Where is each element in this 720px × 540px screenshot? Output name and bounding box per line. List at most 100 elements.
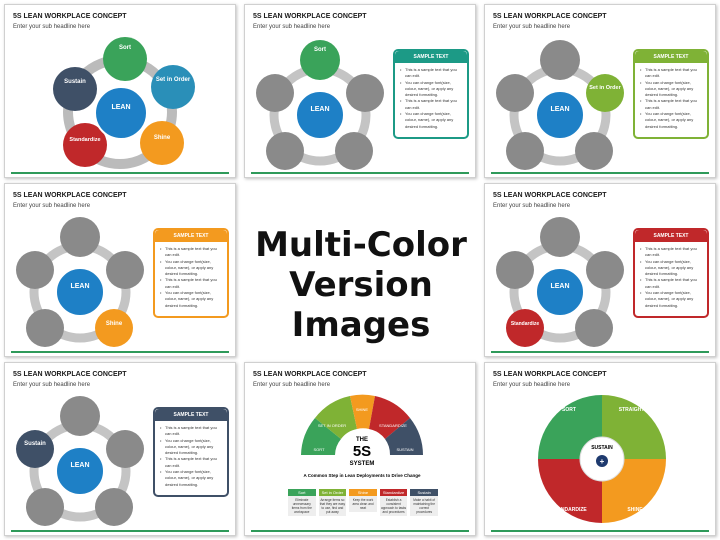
lean-title: LEAN [550, 106, 569, 113]
lean-title: LEAN [310, 106, 329, 113]
sample-bullet: This is a sample text that you can edit. [640, 98, 702, 111]
slide-subtitle: Enter your sub headline here [13, 382, 91, 388]
multi-color-heading: Multi-Color Version Images [245, 225, 477, 345]
sample-bullet: This is a sample text that you can edit. [640, 246, 702, 259]
bottom-line [11, 530, 229, 532]
slide-thumb-6[interactable]: 5S LEAN WORKPLACE CONCEPT Enter your sub… [4, 362, 236, 536]
shine-petal [95, 488, 133, 526]
sort-title: Sort [119, 45, 131, 51]
slide-subtitle: Enter your sub headline here [13, 24, 91, 30]
slide-title: 5S LEAN WORKPLACE CONCEPT [13, 13, 127, 20]
5s-system-wheel: THE 5S SYSTEM A Common Step in Lean Depl… [301, 394, 423, 478]
sort-petal [103, 37, 147, 81]
slide-subtitle: Enter your sub headline here [253, 382, 331, 388]
segment-label: SET IN ORDER [318, 423, 346, 428]
setinorder-title: Set in Order [589, 85, 621, 91]
sample-bullet: You can change font(size, colour, name),… [640, 80, 702, 99]
lean-center [535, 267, 585, 317]
sustain-label: SUSTAIN [591, 445, 613, 451]
shine-petal [140, 121, 184, 165]
standardize-petal [266, 132, 304, 170]
standardize-petal [506, 132, 544, 170]
lean-center [55, 446, 105, 496]
shine-petal [95, 309, 133, 347]
sample-bullet: You can change font(size, colour, name),… [640, 290, 702, 309]
column-head: Shine [349, 489, 377, 496]
wheel-tagline: A Common Step in Lean Deployments to Dri… [303, 473, 421, 478]
lean-center [295, 90, 345, 140]
slide-thumb-8[interactable]: 5S LEAN WORKPLACE CONCEPT Enter your sub… [484, 362, 716, 536]
shine-petal [575, 309, 613, 347]
quad-label: STRAIGHTEN [619, 407, 652, 413]
bottom-line [491, 530, 709, 532]
sample-bullet: This is a sample text that you can edit. [400, 98, 462, 111]
column-text: Arrange items so that they are easy to u… [318, 496, 347, 516]
column-head: Sort [288, 489, 316, 496]
setinorder-petal [106, 430, 144, 468]
sample-box-header: SAMPLE TEXT [635, 230, 707, 242]
sort-petal [300, 40, 340, 80]
lean-5s-diagram: Sort LEAN [256, 40, 384, 170]
setinorder-petal [151, 65, 195, 109]
column-text: Keep the work area clean and neat [349, 496, 377, 512]
sustain-petal [496, 251, 534, 289]
sustain-petal [256, 74, 294, 112]
slide-subtitle: Enter your sub headline here [493, 24, 571, 30]
lean-5s-diagram: Sort Set in Order Shine Standardize Sust… [53, 37, 195, 169]
slide-thumb-1[interactable]: 5S LEAN WORKPLACE CONCEPT Enter your sub… [4, 4, 236, 178]
wheel-center-system: SYSTEM [350, 461, 375, 467]
setinorder-petal [586, 251, 624, 289]
standardize-petal [26, 309, 64, 347]
sample-text-box: SAMPLE TEXT This is a sample text that y… [393, 49, 469, 139]
lean-5s-diagram: Shine LEAN [16, 217, 144, 347]
shine-petal [335, 132, 373, 170]
segment-label: SUSTAIN [396, 447, 413, 452]
shine-petal [575, 132, 613, 170]
sort-petal [540, 217, 580, 257]
sample-text-box: SAMPLE TEXT This is a sample text that y… [633, 49, 709, 139]
sample-text-box: SAMPLE TEXT This is a sample text that y… [633, 228, 709, 318]
slide-subtitle: Enter your sub headline here [13, 203, 91, 209]
lean-title: LEAN [111, 104, 130, 111]
slide-title: 5S LEAN WORKPLACE CONCEPT [493, 192, 607, 199]
sustain-title: Sustain [64, 79, 86, 85]
lean-5s-diagram: Sustain LEAN [16, 396, 144, 526]
segment-label: SHINE [356, 407, 369, 412]
slide-thumb-3[interactable]: 5S LEAN WORKPLACE CONCEPT Enter your sub… [484, 4, 716, 178]
column-text: Eliminate unnecessary items from the wor… [288, 496, 316, 516]
setinorder-petal [346, 74, 384, 112]
standardize-title: Standardize [511, 321, 540, 327]
sample-text-box: SAMPLE TEXT This is a sample text that y… [153, 407, 229, 497]
lean-center [55, 267, 105, 317]
slide-title: 5S LEAN WORKPLACE CONCEPT [13, 192, 127, 199]
sort-petal [540, 40, 580, 80]
slide-title: 5S LEAN WORKPLACE CONCEPT [253, 13, 367, 20]
slide-thumb-7[interactable]: 5S LEAN WORKPLACE CONCEPT Enter your sub… [244, 362, 476, 536]
sample-box-header: SAMPLE TEXT [155, 409, 227, 421]
slide-thumb-5[interactable]: 5S LEAN WORKPLACE CONCEPT Enter your sub… [484, 183, 716, 357]
column-text: Establish a consistent approach to tasks… [379, 496, 408, 516]
sustain-petal [16, 251, 54, 289]
plus-icon: + [600, 457, 605, 466]
bottom-line [251, 530, 469, 532]
sample-bullet: You can change font(size, colour, name),… [400, 111, 462, 130]
sustain-petal [496, 74, 534, 112]
sort-petal [60, 396, 100, 436]
sample-bullet: You can change font(size, colour, name),… [160, 290, 222, 309]
slide-thumb-4[interactable]: 5S LEAN WORKPLACE CONCEPT Enter your sub… [4, 183, 236, 357]
sample-box-header: SAMPLE TEXT [395, 51, 467, 63]
lean-title: LEAN [70, 283, 89, 290]
lean-title: LEAN [550, 283, 569, 290]
shine-title: Shine [106, 321, 123, 327]
slide-title: 5S LEAN WORKPLACE CONCEPT [13, 371, 127, 378]
bottom-line [251, 172, 469, 174]
sample-bullet: This is a sample text that you can edit. [640, 67, 702, 80]
lean-center [535, 90, 585, 140]
slide-subtitle: Enter your sub headline here [493, 203, 571, 209]
sample-bullet: You can change font(size, colour, name),… [160, 259, 222, 278]
bottom-line [491, 172, 709, 174]
wheel-center-the: THE [356, 437, 368, 443]
setinorder-title: Set in Order [156, 77, 191, 83]
slide-thumb-2[interactable]: 5S LEAN WORKPLACE CONCEPT Enter your sub… [244, 4, 476, 178]
bottom-line [491, 351, 709, 353]
